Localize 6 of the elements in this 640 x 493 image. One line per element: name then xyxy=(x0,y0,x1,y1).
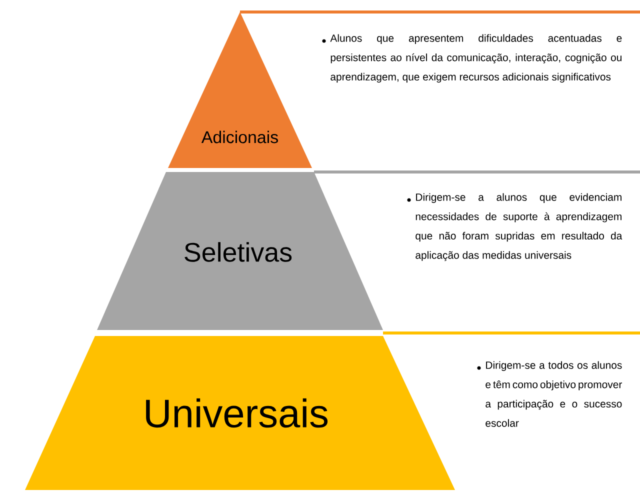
pyramid-tier: Adicionais xyxy=(168,12,312,168)
pyramid-tier: Universais xyxy=(25,336,455,490)
node-label: Dirigem-se a alunos que evidenciam necessidades de suporte à aprendizagem que não foram supridas em resultado da aplicação das medidas universais xyxy=(416,193,622,261)
pyramid-tier: Seletivas xyxy=(97,172,383,330)
node-label: Alunos que apresentem dificuldades acentuadas e persistentes ao nível da comunicação, interação, cognição ou aprendizagem, que exigem recursos adicionais significativos xyxy=(330,34,622,83)
node-label: Dirigem-se a todos os alunos e têm como objetivo promover a participação e o sucesso escolar xyxy=(486,361,622,427)
